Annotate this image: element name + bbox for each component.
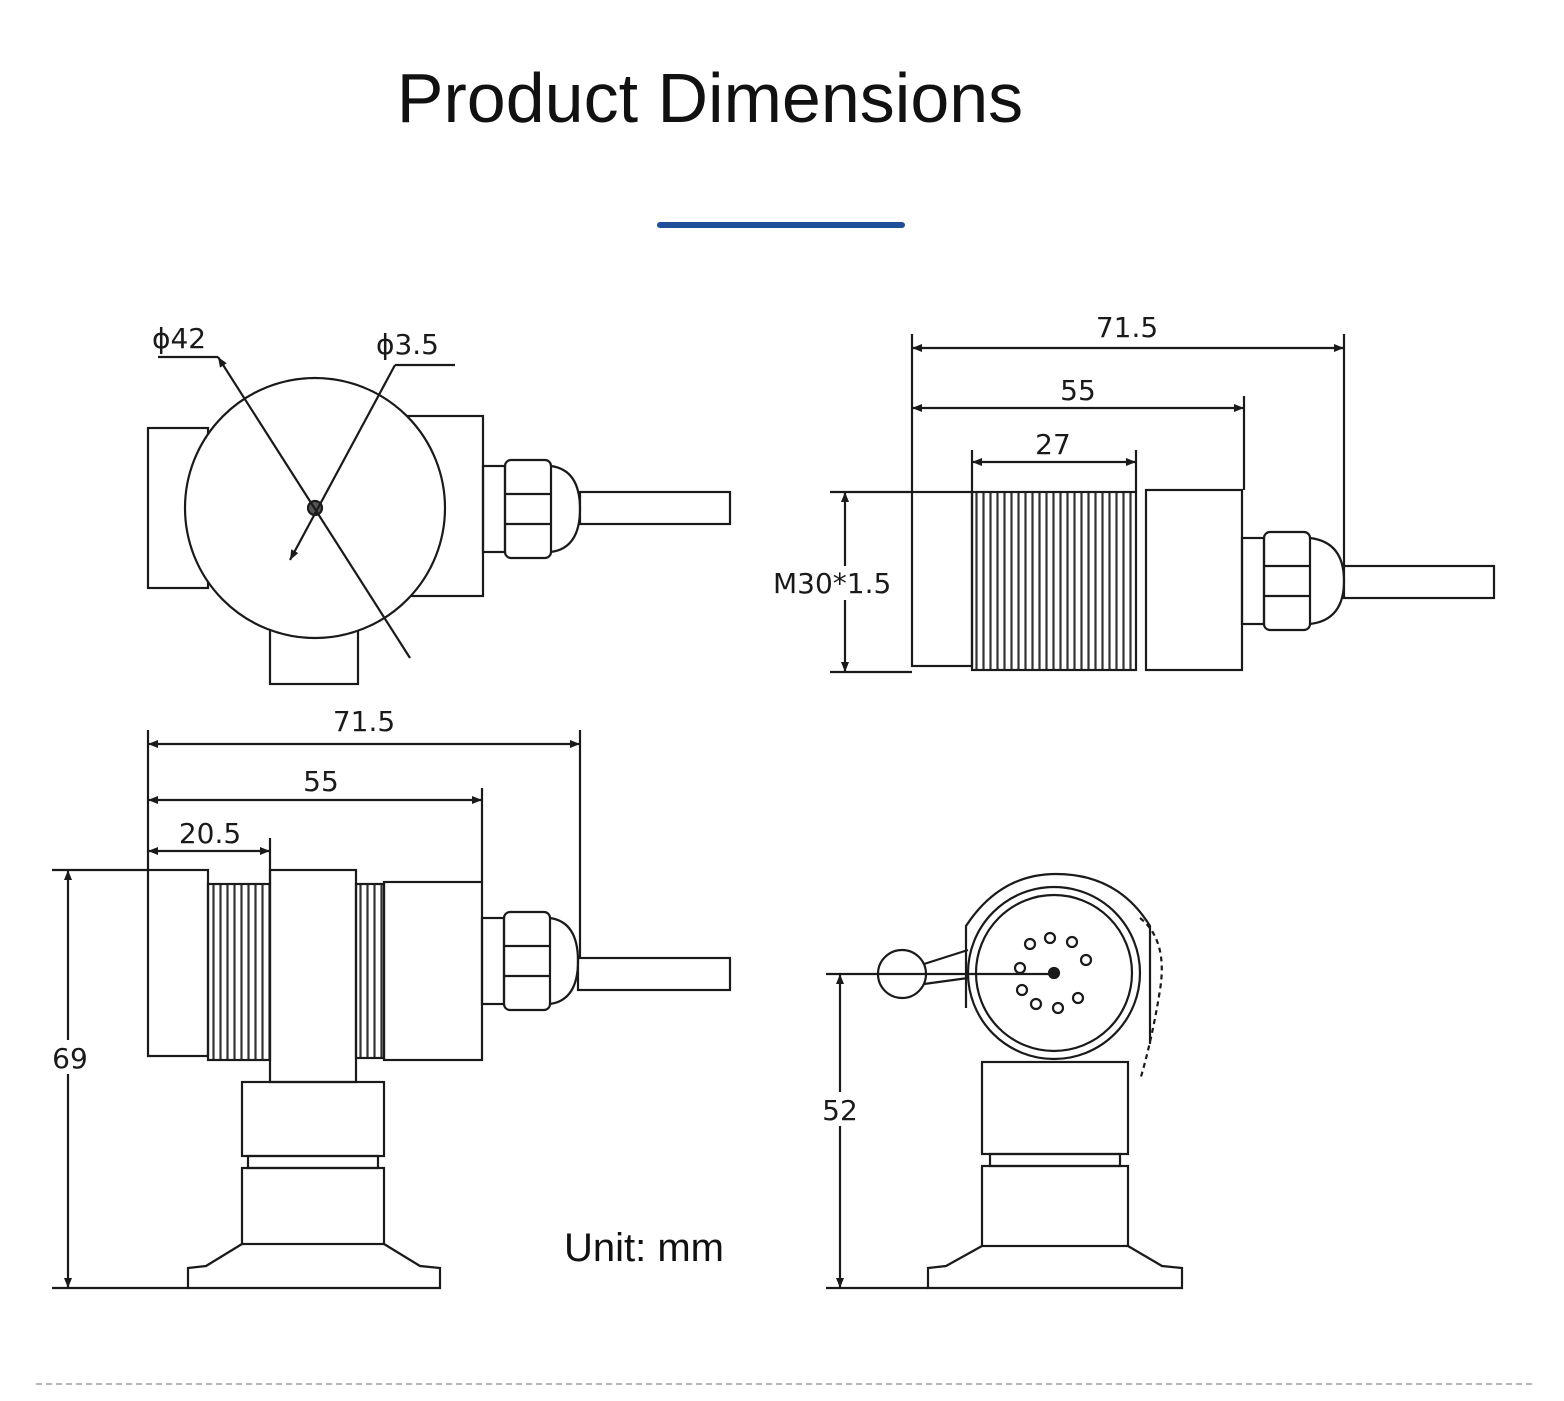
side-thread: [970, 490, 1138, 672]
bottom-dashed-rule: [36, 1383, 1532, 1385]
front-view: [52, 730, 732, 1290]
end-pin: [1051, 1001, 1065, 1015]
side-dim-body: 55: [1060, 374, 1096, 407]
side-body: [1144, 488, 1244, 672]
end-pin: [1013, 961, 1027, 975]
end-neck: [980, 1060, 1130, 1156]
side-view: [830, 334, 1496, 674]
end-clip-chain: [1138, 917, 1163, 1081]
end-pin: [1023, 937, 1037, 951]
front-collar: [246, 1154, 380, 1170]
front-left-block: [146, 868, 210, 1058]
front-cable: [576, 956, 732, 992]
front-dim-thread: 20.5: [179, 817, 241, 850]
phi42-leader: [217, 356, 411, 659]
end-pin: [1043, 931, 1057, 945]
end-pin: [1029, 997, 1043, 1011]
fitting-cap: [550, 464, 582, 554]
dim-phi42: ϕ42: [152, 322, 206, 355]
dim-phi35: ϕ3.5: [376, 328, 439, 361]
end-pin: [1065, 935, 1079, 949]
front-body: [382, 880, 484, 1062]
front-thread-left: [206, 882, 272, 1062]
side-dim-thread: 27: [1035, 428, 1071, 461]
top-cable: [578, 490, 732, 526]
side-dim-thread-spec: M30*1.5: [773, 567, 891, 600]
page-title: Product Dimensions: [396, 59, 1024, 137]
front-fitting-hex: [502, 910, 552, 1012]
top-view: [146, 355, 732, 686]
front-dim-body: 55: [303, 765, 339, 798]
end-dim-height: 52: [822, 1094, 858, 1127]
side-fitting-hex: [1262, 530, 1312, 632]
front-thread-right: [354, 882, 386, 1060]
end-housing-outline: [964, 872, 1152, 1044]
side-cable: [1342, 564, 1496, 600]
end-pin: [1015, 983, 1029, 997]
front-base-flange: [186, 1243, 442, 1290]
fitting-ring: [481, 464, 507, 554]
side-dim-total: 71.5: [1096, 311, 1158, 344]
end-view: [826, 872, 1184, 1290]
end-pin: [1071, 991, 1085, 1005]
fitting-hex: [503, 458, 553, 560]
title-underline: [657, 222, 905, 228]
front-stem: [240, 1166, 386, 1246]
unit-label: Unit: mm: [564, 1226, 724, 1270]
side-front-block: [910, 490, 974, 668]
end-collar: [988, 1152, 1122, 1168]
end-base-flange: [926, 1245, 1184, 1290]
end-stem: [980, 1164, 1130, 1248]
front-center-nut: [268, 868, 358, 1084]
phi35-leader: [289, 364, 396, 561]
front-neck: [240, 1080, 386, 1158]
front-fitting-ring: [480, 916, 506, 1006]
side-fitting-ring: [1240, 536, 1266, 626]
end-pin: [1079, 953, 1093, 967]
front-dim-total: 71.5: [333, 705, 395, 738]
front-dim-height: 69: [52, 1042, 88, 1075]
